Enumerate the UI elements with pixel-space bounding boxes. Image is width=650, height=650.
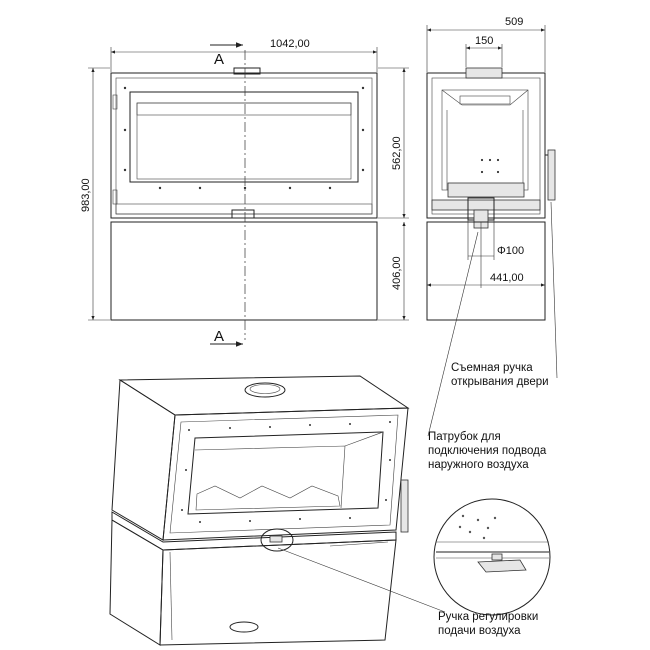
detail-circle-outline xyxy=(433,498,551,616)
iso-flue-opening xyxy=(244,382,286,398)
front-glass xyxy=(136,102,352,180)
dim-flue-label: 150 xyxy=(475,35,493,47)
side-door-handle xyxy=(547,149,556,201)
callout-air-control-line1: Ручка регулировки xyxy=(438,611,538,623)
front-flue-collar xyxy=(233,67,261,75)
dim-depth-label: 509 xyxy=(505,16,523,28)
iso-base-left xyxy=(109,519,164,646)
side-dimensions: 509 150 Φ100 441,00 xyxy=(426,16,546,288)
callout-air-pipe-line1: Патрубок для xyxy=(428,431,501,443)
dim-width-label: 1042,00 xyxy=(270,38,310,50)
side-view xyxy=(426,67,556,321)
front-door-frame xyxy=(129,91,359,183)
iso-base-front xyxy=(159,539,397,646)
front-view: A A xyxy=(110,42,378,347)
air-control-slot xyxy=(231,209,255,219)
iso-door-handle xyxy=(400,479,409,533)
callout-air-control-line2: подачи воздуха xyxy=(438,625,521,637)
section-mark-top: A xyxy=(214,51,224,68)
callout-air-pipe-line2: подключения подвода xyxy=(428,445,547,457)
front-dimensions: 1042,00 983,00 562,00 406,00 xyxy=(80,38,409,321)
isometric-view xyxy=(109,375,410,646)
callout-handle-line2: открывания двери xyxy=(451,376,549,388)
iso-glass xyxy=(187,431,384,515)
callout-air-pipe-line3: наружного воздуха xyxy=(428,459,529,471)
callout-leaders xyxy=(277,201,558,613)
iso-air-control-highlight xyxy=(260,528,294,552)
dim-height-top-label: 562,00 xyxy=(391,136,403,170)
dim-height-bottom-label: 406,00 xyxy=(391,256,403,290)
iso-front-face xyxy=(162,407,409,541)
dim-height-total-label: 983,00 xyxy=(80,178,92,212)
side-grate xyxy=(447,182,525,198)
callout-handle-line1: Съемная ручка xyxy=(451,362,533,374)
section-mark-bottom: A xyxy=(214,328,224,345)
front-lower-base xyxy=(110,221,378,321)
side-flue-collar xyxy=(465,67,503,79)
dim-air-offset-label: 441,00 xyxy=(490,272,524,284)
dim-air-pipe-label: Φ100 xyxy=(497,245,524,257)
detail-circle xyxy=(433,498,551,616)
side-lower-base xyxy=(426,221,546,321)
front-upper-body xyxy=(110,72,378,219)
callouts: Съемная ручка открывания двери Патрубок … xyxy=(428,362,549,637)
iso-air-pipe-opening xyxy=(229,621,259,633)
